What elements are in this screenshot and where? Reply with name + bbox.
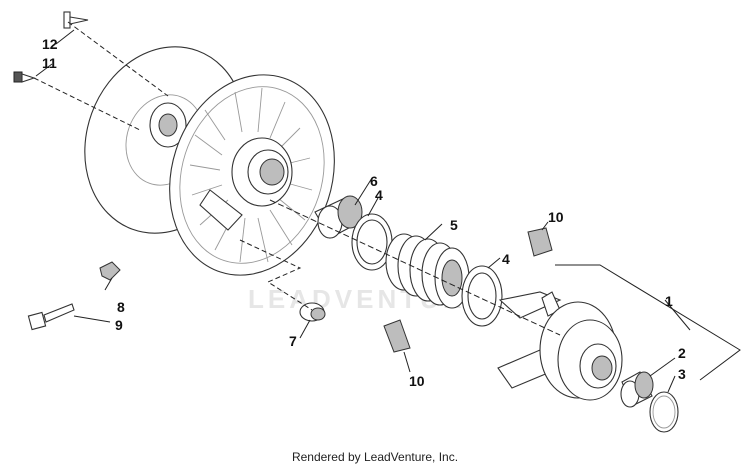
washer-4-left <box>351 213 393 271</box>
washer-4-right <box>461 265 503 327</box>
bolt-9 <box>27 303 75 331</box>
spring-5 <box>385 233 470 309</box>
bushing-2 <box>620 371 654 408</box>
callout-7: 7 <box>289 333 297 349</box>
callout-8: 8 <box>117 299 125 315</box>
callout-6: 6 <box>370 173 378 189</box>
clip-8 <box>99 261 121 281</box>
callout-12: 12 <box>42 36 58 52</box>
callout-2: 2 <box>678 345 686 361</box>
slide-block-10-top <box>527 227 553 257</box>
callout-4-right: 4 <box>502 251 510 267</box>
render-credit: Rendered by LeadVenture, Inc. <box>291 450 459 464</box>
callout-1: 1 <box>665 293 673 309</box>
screw-12 <box>63 11 89 29</box>
screw-11 <box>13 71 36 83</box>
callout-9: 9 <box>115 317 123 333</box>
slide-block-10-bottom <box>383 319 411 353</box>
cam-assembly-1 <box>497 291 623 401</box>
callout-10-top: 10 <box>548 209 564 225</box>
callout-5: 5 <box>450 217 458 233</box>
callout-10-bottom: 10 <box>409 373 425 389</box>
roller-7 <box>299 302 326 322</box>
callout-4-top: 4 <box>375 187 383 203</box>
movable-sheave <box>169 74 335 276</box>
leader-lines <box>33 21 741 393</box>
snap-ring-3 <box>649 391 679 433</box>
callout-3: 3 <box>678 366 686 382</box>
callout-11: 11 <box>42 55 57 71</box>
